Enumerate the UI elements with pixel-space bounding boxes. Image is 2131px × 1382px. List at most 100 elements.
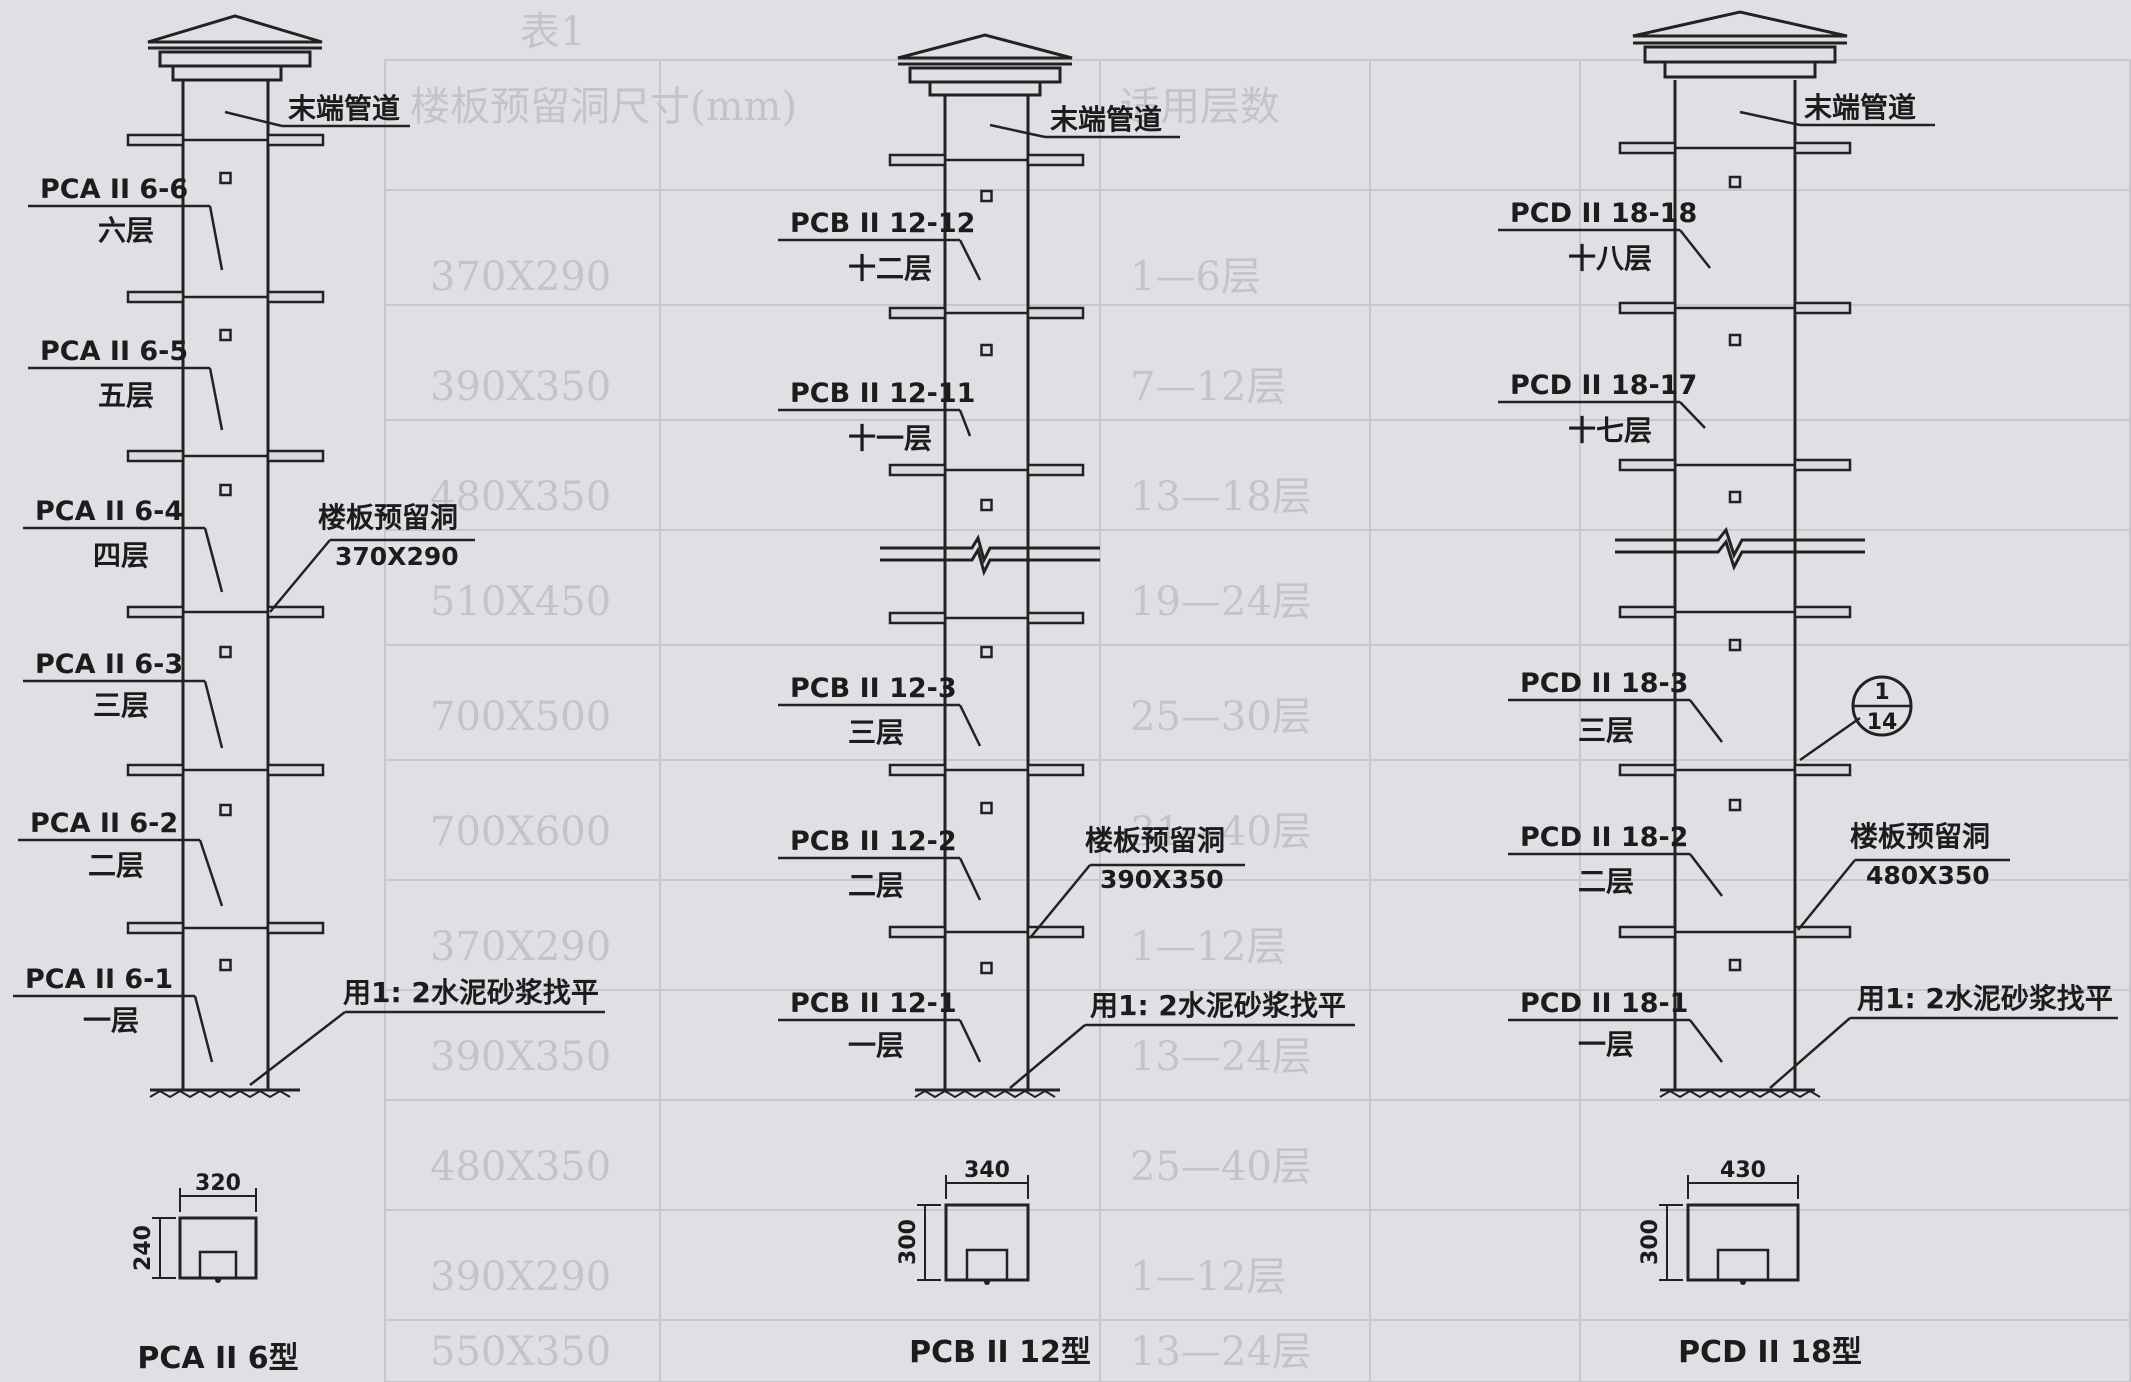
table-cell-floors: 1—12层 xyxy=(1130,924,1286,970)
table-cell-floors: 13—24层 xyxy=(1130,1034,1312,1080)
floor-slab xyxy=(888,463,1085,477)
floor-slab xyxy=(126,605,325,619)
floor-name: 十一层 xyxy=(848,422,932,455)
segment-code: PCA II 6-3 xyxy=(35,649,183,680)
floor-slab xyxy=(126,133,325,147)
segment-code: PCB II 12-12 xyxy=(790,208,975,239)
floor-slab xyxy=(1618,605,1852,619)
vent-opening xyxy=(1728,490,1742,504)
table-cell-hole: 370X290 xyxy=(430,924,611,970)
break-mark-pcb xyxy=(880,534,1100,577)
floor-name: 十八层 xyxy=(1568,242,1652,275)
table-cell-hole: 700X500 xyxy=(430,694,611,740)
segment-code: PCA II 6-5 xyxy=(40,336,188,367)
floor-slab xyxy=(888,306,1085,320)
floor-slab xyxy=(888,925,1085,939)
hole-label-pcd: 楼板预留洞 xyxy=(1850,820,1990,853)
floor-slabs-pcb xyxy=(888,153,1085,939)
section-pcd: 430 300 PCD II 18型 xyxy=(1638,1158,1862,1370)
floor-slab xyxy=(126,921,325,935)
mortar-label-pcb: 用1: 2水泥砂浆找平 xyxy=(1090,989,1346,1022)
floor-label-pcd: PCD II 18-2二层 xyxy=(1508,822,1723,898)
floor-name: 一层 xyxy=(1578,1028,1634,1061)
table-cell-floors: 7—12层 xyxy=(1130,364,1286,410)
table-cell-hole: 510X450 xyxy=(430,579,611,625)
segment-code: PCA II 6-4 xyxy=(35,496,183,527)
floor-label-pcb: PCB II 12-3三层 xyxy=(778,673,982,749)
section-width-pcd: 430 xyxy=(1720,1158,1766,1183)
floor-label-pcb: PCB II 12-1一层 xyxy=(778,988,982,1063)
detail-callout: 1 14 xyxy=(1799,675,1913,762)
hole-size-pcd: 480X350 xyxy=(1866,861,1990,890)
floor-slabs-pca xyxy=(126,133,325,935)
break-mark-pcd xyxy=(1615,526,1865,571)
floor-name: 十二层 xyxy=(848,252,932,285)
vent-opening xyxy=(980,961,993,975)
vent-opening xyxy=(1728,798,1742,812)
floor-slab xyxy=(126,763,325,777)
table-cell-hole: 480X350 xyxy=(430,1144,611,1190)
annotations: 末端管道 楼板预留洞 370X290 用1: 2水泥砂浆找平 末端管道 楼板预留… xyxy=(224,91,2118,1089)
vent-opening xyxy=(219,483,232,497)
floor-slab xyxy=(126,449,325,463)
terminal-label-pca: 末端管道 xyxy=(288,92,400,125)
segment-code: PCD II 18-17 xyxy=(1510,370,1697,401)
floor-name: 一层 xyxy=(83,1004,139,1037)
floor-name: 三层 xyxy=(848,716,904,749)
table-cell-hole: 390X350 xyxy=(430,1034,611,1080)
floor-label-pcd: PCD II 18-3三层 xyxy=(1508,668,1723,747)
vent-opening xyxy=(219,645,232,659)
floor-name: 五层 xyxy=(98,379,154,412)
vent-openings-pcd xyxy=(1728,175,1742,972)
section-height-pcb: 300 xyxy=(896,1219,921,1265)
floor-slab xyxy=(1618,141,1852,155)
terminal-label-pcb: 末端管道 xyxy=(1050,103,1162,136)
floor-slab xyxy=(1618,763,1852,777)
cap-pcd xyxy=(1632,10,1848,79)
floor-label-pca: PCA II 6-3三层 xyxy=(23,649,224,749)
title-pca: PCA II 6型 xyxy=(137,1341,298,1376)
segment-code: PCD II 18-1 xyxy=(1520,988,1688,1019)
floor-name: 六层 xyxy=(98,214,154,247)
vent-opening xyxy=(1728,958,1742,972)
table-cell-floors: 19—24层 xyxy=(1130,579,1312,625)
callout-bottom: 14 xyxy=(1867,710,1898,735)
table-cell-floors: 25—30层 xyxy=(1130,694,1312,740)
cap-pcb xyxy=(897,33,1073,97)
ground-pcb xyxy=(914,1088,1060,1099)
section-width-pcb: 340 xyxy=(964,1158,1010,1183)
floor-slab xyxy=(1618,458,1852,472)
floor-name: 三层 xyxy=(1578,714,1634,747)
floor-label-pcd: PCD II 18-1 一层 xyxy=(1508,988,1723,1063)
floor-slabs-pcd xyxy=(1618,141,1852,939)
hole-size-pca: 370X290 xyxy=(335,542,459,571)
floor-slab xyxy=(1618,301,1852,315)
section-height-pca: 240 xyxy=(131,1225,156,1271)
section-pca: 320 240 PCA II 6型 xyxy=(131,1171,299,1376)
floor-label-pcb: PCB II 12-2二层 xyxy=(778,826,982,902)
ground-pca xyxy=(149,1088,300,1099)
title-pcd: PCD II 18型 xyxy=(1678,1335,1862,1370)
cap-pca xyxy=(147,14,323,82)
hole-size-pcb: 390X350 xyxy=(1100,865,1224,894)
segment-code: PCA II 6-2 xyxy=(30,808,178,839)
vent-opening xyxy=(980,645,993,659)
table-cell-floors: 31—40层 xyxy=(1130,809,1312,855)
floor-label-pca: PCA II 6-1一层 xyxy=(13,964,214,1063)
segment-code: PCD II 18-18 xyxy=(1510,198,1697,229)
vent-opening xyxy=(219,958,232,972)
mortar-label-pca: 用1: 2水泥砂浆找平 xyxy=(343,976,599,1009)
floor-label-pcb: PCB II 12-12 十二层 xyxy=(778,208,982,285)
title-pcb: PCB II 12型 xyxy=(909,1335,1091,1370)
segment-code: PCB II 12-1 xyxy=(790,988,957,1019)
vent-openings-pca xyxy=(219,171,232,972)
table-title: 表1 xyxy=(520,9,585,55)
vent-opening xyxy=(980,801,993,815)
vent-opening xyxy=(219,803,232,817)
floor-slab xyxy=(888,153,1085,167)
section-width-pca: 320 xyxy=(195,1171,241,1196)
